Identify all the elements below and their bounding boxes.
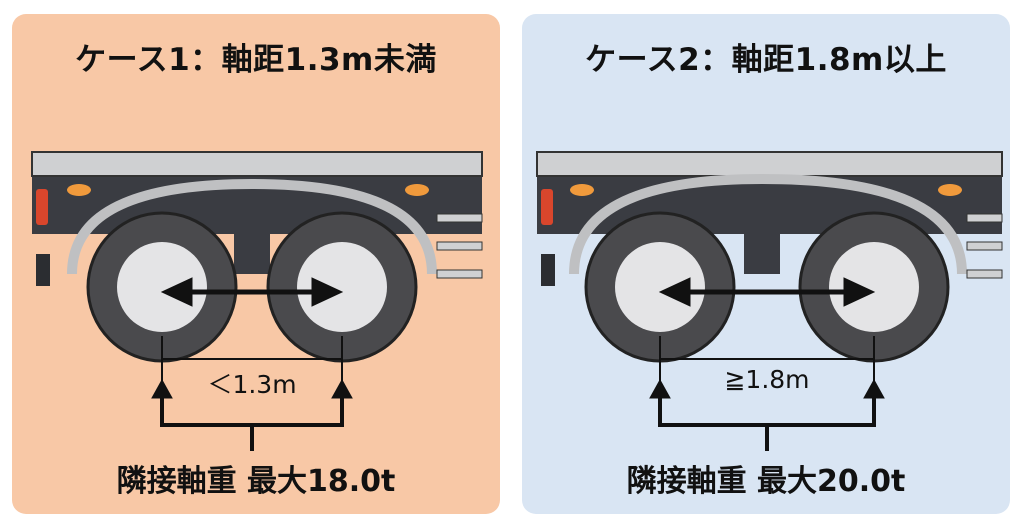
marker-lamp-left	[67, 184, 91, 196]
tail-light	[36, 189, 48, 225]
load-bracket	[151, 378, 353, 451]
marker-lamp-right	[938, 184, 962, 196]
trailer-body	[31, 151, 483, 286]
case1-spacing-label: ＜1.3m	[207, 370, 297, 399]
case2-load-label: 隣接軸重 最大20.0t	[626, 464, 906, 499]
side-bar-1	[436, 213, 483, 223]
load-bracket	[649, 378, 885, 451]
dimension-lines	[161, 336, 343, 386]
deck-rail	[536, 151, 1003, 177]
wheel-rear	[798, 211, 950, 363]
case1-panel: ケース1：軸距1.3m未満	[12, 14, 500, 514]
case1-trailer-diagram	[31, 151, 483, 451]
trailer-body	[536, 151, 1003, 286]
case1-title: ケース1：軸距1.3m未満	[75, 42, 437, 78]
fender	[67, 178, 437, 275]
side-bar-1	[966, 213, 1003, 223]
marker-lamp-right	[405, 184, 429, 196]
axle-spacing-arrow	[160, 277, 344, 307]
side-bar-3	[436, 269, 483, 279]
case1-load-label: 隣接軸重 最大18.0t	[116, 464, 396, 499]
mudflap	[541, 254, 555, 286]
case2-title: ケース2：軸距1.8m以上	[585, 42, 947, 78]
axle-spacing-arrow	[658, 277, 876, 307]
case2-spacing-label: ≧1.8m	[724, 365, 810, 394]
marker-lamp-left	[570, 184, 594, 196]
side-bar-3	[966, 269, 1003, 279]
mudflap	[36, 254, 50, 286]
suspension	[234, 229, 270, 274]
side-bar-2	[436, 241, 483, 251]
wheel-front	[584, 211, 736, 363]
deck-rail	[31, 151, 483, 177]
fender	[569, 173, 967, 275]
case2-panel: ケース2：軸距1.8m以上	[522, 14, 1010, 514]
case2-trailer-diagram	[536, 151, 1003, 451]
side-bar-2	[966, 241, 1003, 251]
suspension	[744, 229, 780, 274]
tail-light	[541, 189, 553, 225]
dimension-lines	[659, 336, 875, 386]
